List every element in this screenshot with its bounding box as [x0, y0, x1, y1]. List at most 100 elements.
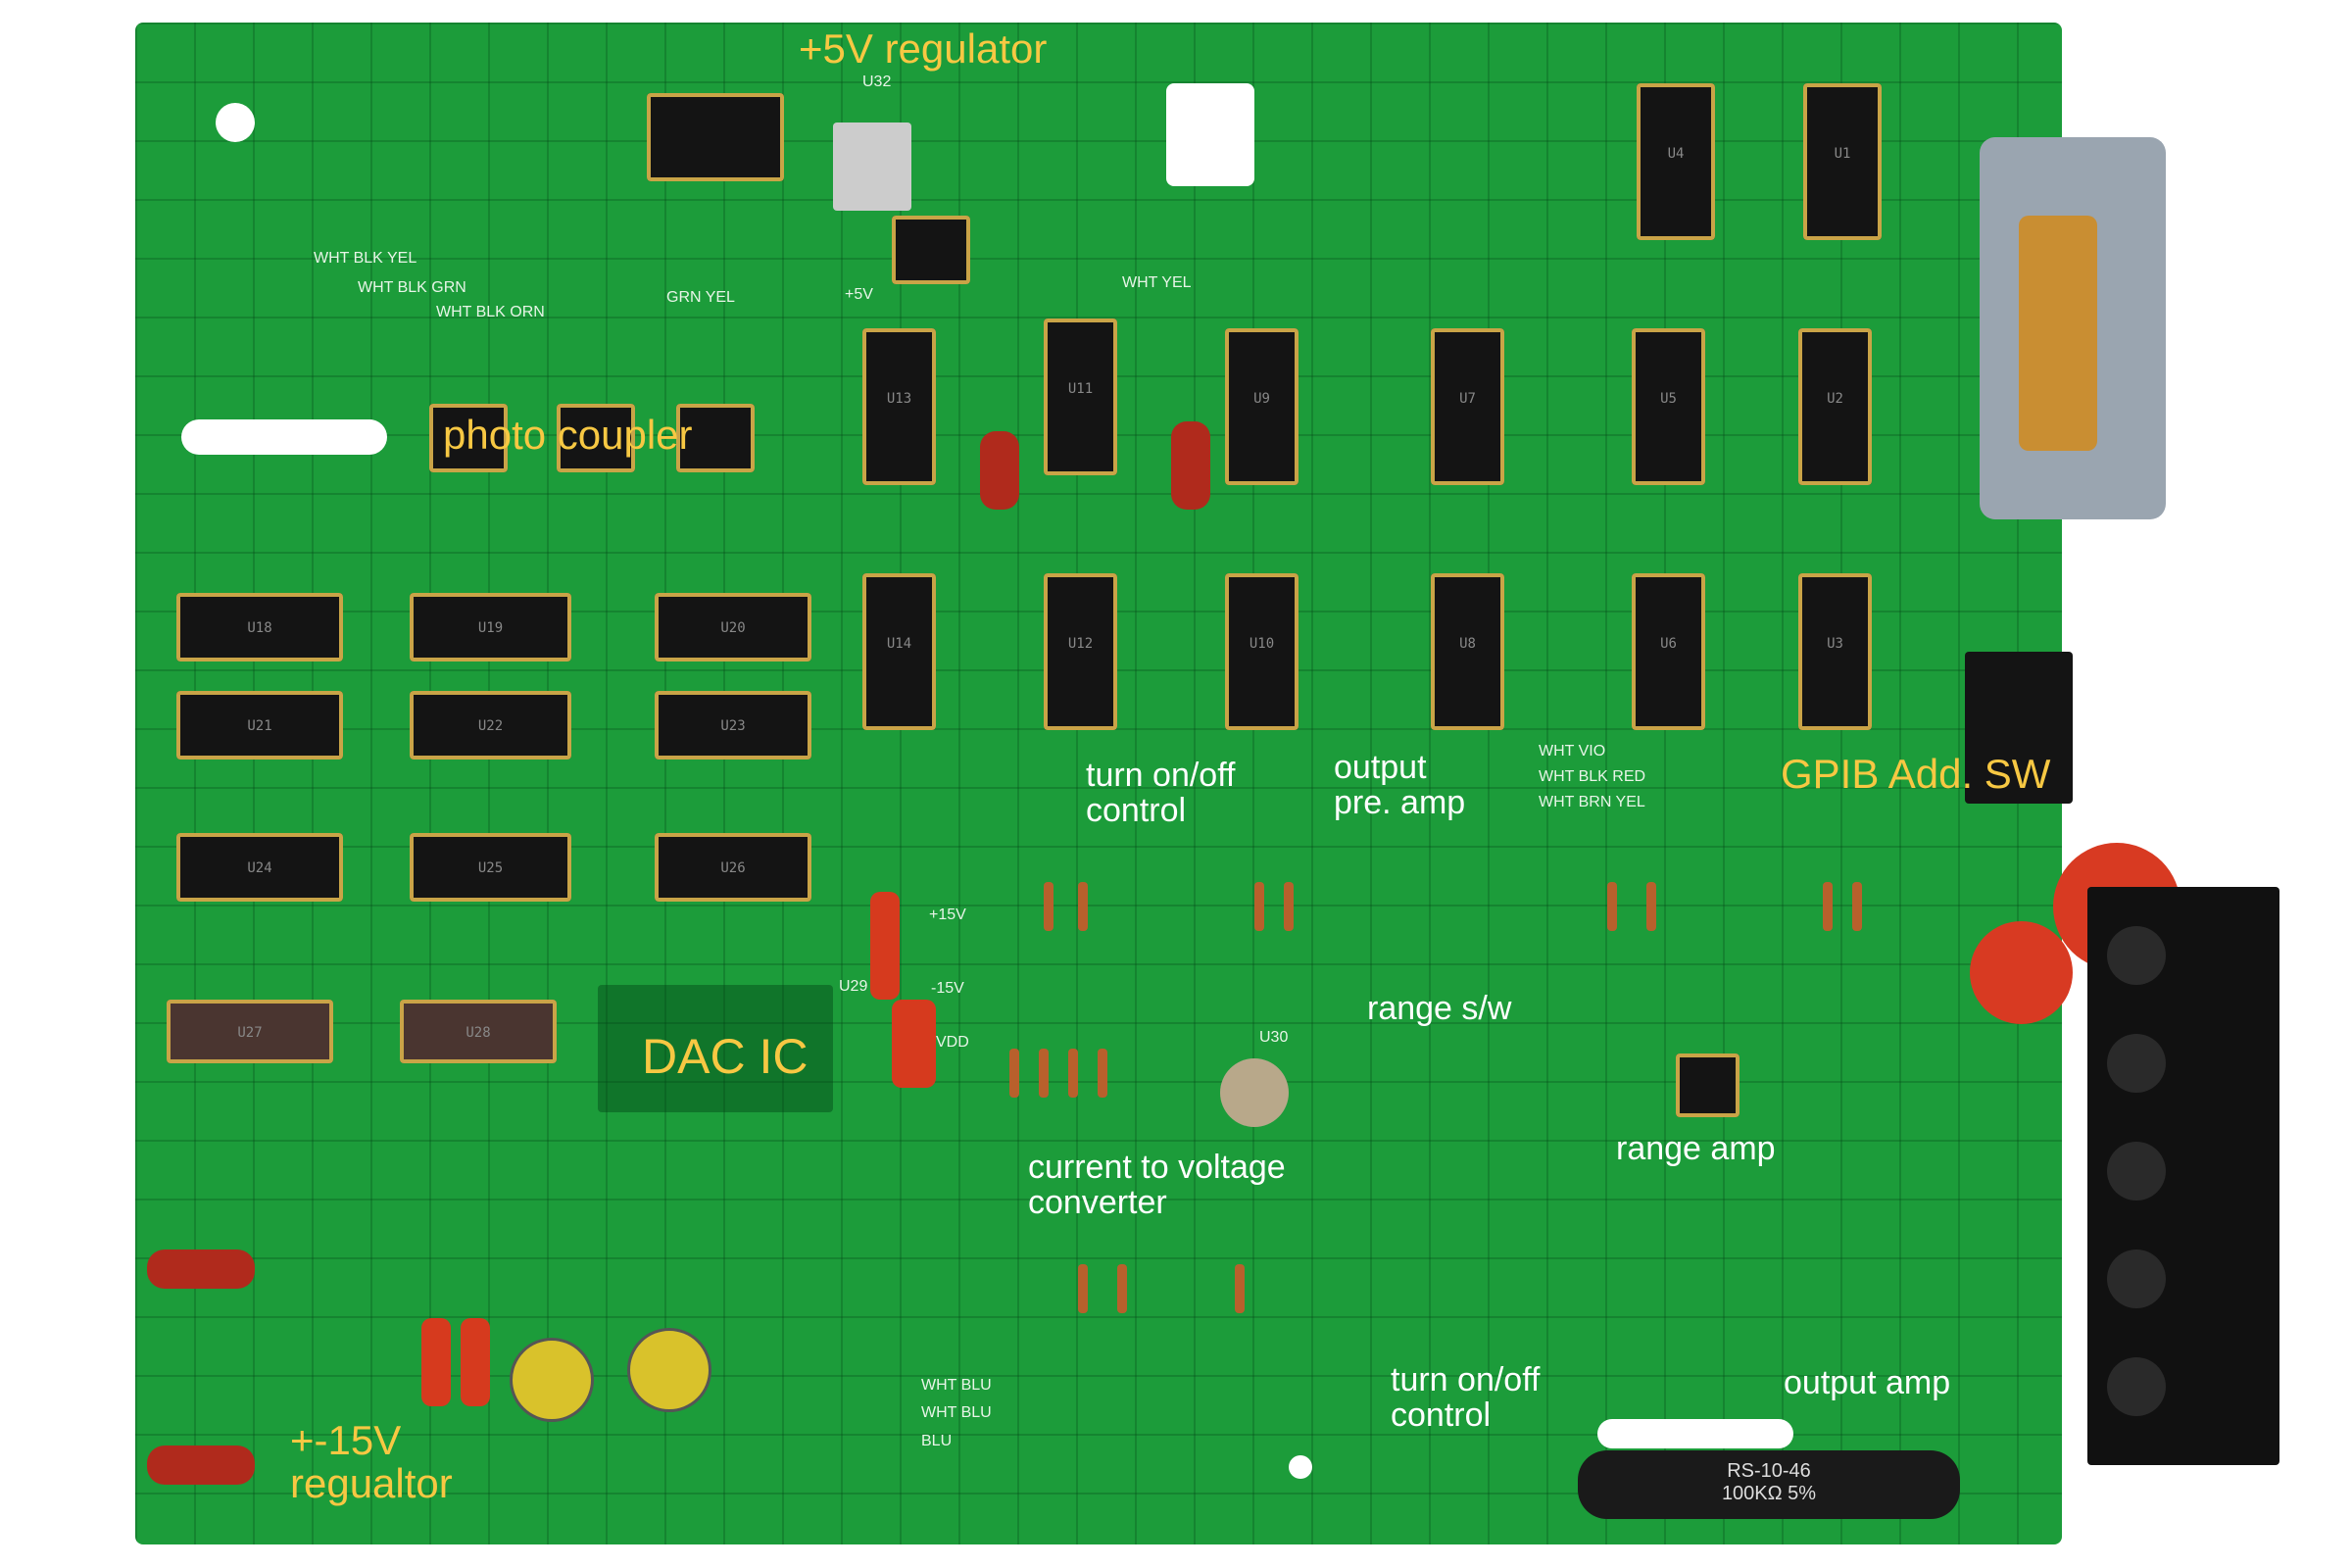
photo-coupler-chip — [429, 404, 508, 472]
label-15v-regulator: +-15V regualtor — [290, 1418, 453, 1507]
ic-label: U9 — [1253, 391, 1270, 407]
ic-chip: U26 — [655, 833, 811, 902]
label-output-amp: output amp — [1784, 1364, 1951, 1401]
label-range-switch: range s/w — [1367, 990, 1512, 1027]
resistor — [1254, 882, 1264, 931]
ic-chip: U19 — [410, 593, 571, 662]
ic-label: U18 — [247, 620, 272, 636]
resistor — [1823, 882, 1833, 931]
capacitor — [461, 1318, 490, 1406]
resistor — [1039, 1049, 1049, 1098]
label-range-amp: range amp — [1616, 1130, 1776, 1167]
ic-chip: U1 — [1803, 83, 1882, 240]
ic-chip: U28 — [400, 1000, 557, 1063]
mounting-hole — [216, 103, 255, 142]
electrolytic-capacitor — [627, 1328, 711, 1412]
heatsink-pad — [892, 216, 970, 284]
power-resistor: RS-10-46 100KΩ 5% — [1578, 1450, 1960, 1519]
silkscreen-text: +15V — [929, 906, 966, 923]
silkscreen-text: WHT BLU — [921, 1377, 992, 1394]
ic-chip: U20 — [655, 593, 811, 662]
ic-label: U14 — [886, 636, 912, 652]
ic-chip: U5 — [1632, 328, 1705, 485]
ic-chip: U14 — [862, 573, 936, 730]
resistor — [1646, 882, 1656, 931]
heatsink-pad — [647, 93, 784, 181]
ic-label: U21 — [247, 718, 272, 734]
ic-chip: U6 — [1632, 573, 1705, 730]
label-current-to-voltage-converter: current to voltage converter — [1028, 1149, 1286, 1221]
label-photo-coupler: photo coupler — [443, 412, 693, 458]
label-line: regualtor — [290, 1460, 453, 1507]
resistor — [1078, 1264, 1088, 1313]
ic-chip: U7 — [1431, 328, 1504, 485]
resistor — [1607, 882, 1617, 931]
op-amp-chip — [1676, 1054, 1740, 1117]
ic-label: U11 — [1067, 381, 1094, 397]
resistor — [1284, 882, 1294, 931]
ic-chip: U13 — [862, 328, 936, 485]
label-output-pre-amp: output pre. amp — [1334, 750, 1465, 820]
ic-chip: U4 — [1637, 83, 1715, 240]
dac-socket — [598, 985, 833, 1112]
silkscreen-text: WHT BLK ORN — [436, 304, 545, 320]
ic-chip: U8 — [1431, 573, 1504, 730]
ic-label: U6 — [1660, 636, 1677, 652]
gpib-connector — [1980, 137, 2166, 519]
ic-chip: U2 — [1798, 328, 1872, 485]
ic-label: U23 — [720, 718, 746, 734]
silkscreen-text: WHT VIO — [1539, 743, 1606, 760]
capacitor — [980, 431, 1019, 510]
resistor — [1098, 1049, 1107, 1098]
board-slot — [1597, 1419, 1793, 1448]
label-line: converter — [1028, 1183, 1167, 1221]
ic-label: U1 — [1834, 146, 1851, 162]
ic-label: U24 — [247, 860, 272, 876]
ic-chip: U24 — [176, 833, 343, 902]
capacitor — [1171, 421, 1210, 510]
silkscreen-text: VDD — [936, 1034, 969, 1051]
pcb-board — [135, 23, 2062, 1544]
photo-coupler-chip — [676, 404, 755, 472]
board-slot — [1166, 83, 1254, 186]
silkscreen-text: +5V — [845, 286, 873, 303]
resistor — [1009, 1049, 1019, 1098]
ic-label: U12 — [1067, 636, 1094, 652]
ic-label: U4 — [1667, 146, 1685, 162]
ic-chip: U23 — [655, 691, 811, 760]
resistor — [1852, 882, 1862, 931]
silkscreen-text: GRN YEL — [666, 289, 735, 306]
electrolytic-capacitor — [510, 1338, 594, 1422]
ic-label: U25 — [477, 860, 504, 876]
ic-chip: U11 — [1044, 318, 1117, 475]
silkscreen-text: WHT BLK RED — [1539, 768, 1646, 785]
ic-label: U27 — [237, 1025, 263, 1041]
trimmer-pot — [1220, 1058, 1289, 1127]
ic-label: U10 — [1249, 636, 1275, 652]
ic-chip: U21 — [176, 691, 343, 760]
label-dac-ic: DAC IC — [642, 1029, 808, 1084]
ic-label: U19 — [477, 620, 504, 636]
voltage-regulator — [833, 122, 911, 211]
gpib-address-switch — [1965, 652, 2073, 804]
capacitor — [147, 1250, 255, 1289]
label-turn-onoff-control-2: turn on/off control — [1391, 1362, 1541, 1434]
silkscreen-text: BLU — [921, 1433, 953, 1449]
label-line: control — [1391, 1396, 1492, 1434]
board-slot — [181, 419, 387, 455]
ic-label: U20 — [720, 620, 746, 636]
ic-chip: U27 — [167, 1000, 333, 1063]
ic-chip: U10 — [1225, 573, 1298, 730]
label-line: current to voltage — [1028, 1149, 1286, 1186]
silkscreen-text: WHT BLK GRN — [358, 279, 466, 296]
resistor-marking: RS-10-46 — [1727, 1460, 1811, 1482]
ic-chip: U22 — [410, 691, 571, 760]
silkscreen-text: U29 — [839, 978, 868, 995]
mounting-hole — [1289, 1455, 1312, 1479]
silkscreen-text: WHT BLU — [921, 1404, 992, 1421]
ic-label: U2 — [1827, 391, 1843, 407]
silkscreen-text: WHT BRN YEL — [1539, 794, 1645, 810]
resistor — [1044, 882, 1054, 931]
silkscreen-text: -15V — [931, 980, 964, 997]
silkscreen-text: WHT YEL — [1122, 274, 1192, 291]
